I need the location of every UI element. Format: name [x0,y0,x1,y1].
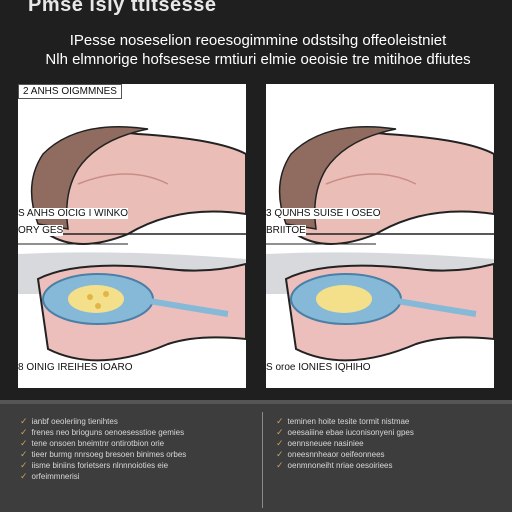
spot-dot-2 [103,291,109,297]
bullet-text: tene onsoen bneimtnr ontirotbion orie [31,439,165,448]
bullet-item: ✓teminen hoite tesite tormit nistmae [276,416,496,427]
bullet-text: oennsneuee nasiniee [287,439,364,448]
hair-shape-right [278,126,397,230]
check-icon: ✓ [276,416,284,426]
bullet-list-left: ✓ianbf oeoleriing tienihtes✓frenes neo b… [20,416,240,482]
check-icon: ✓ [20,449,28,459]
hair-shape [30,126,149,230]
label-bottom-right-top: BRIITOE [266,225,306,236]
panel-top-right: 3 QUNHS SUISE I OSEO BRIITOE S oroe IONI… [266,84,494,388]
bullet-item: ✓ianbf oeoleriing tienihtes [20,416,240,427]
check-icon: ✓ [276,449,284,459]
bullet-item: ✓oeesaiiine ebae iuconisonyeni gpes [276,427,496,438]
bullet-item: ✓orfeimmnerisi [20,471,240,482]
subtitle-line-2: Nlh elmnorige hofsesese rmtiuri elmie oe… [45,51,471,68]
bullet-item: ✓iisme biniins forietsers nlnnnoioties e… [20,460,240,471]
bullet-item: ✓oenmnoneiht nriae oesoiriees [276,460,496,471]
bullet-text: orfeimmnerisi [31,472,80,481]
label-bottom-left-bottom: 8 OINIG IREIHES IOARO [18,362,133,373]
column-divider [262,412,263,508]
spot-shape [68,285,124,313]
bullet-text: ianbf oeoleriing tienihtes [31,417,118,426]
bullet-text: iisme biniins forietsers nlnnnoioties ei… [31,461,169,470]
skin-fold-right [325,173,417,185]
page-subtitle: IPesse noseselion reoesogimmine odstsihg… [18,31,498,69]
notes-bar: ✓ianbf oeoleriing tienihtes✓frenes neo b… [0,400,512,512]
bullet-text: oenmnoneiht nriae oesoiriees [287,461,393,470]
label-bottom-left-top: ORY GES [18,225,64,236]
label-bottom-right-bottom: S oroe IONIES IQHIHO [266,362,371,373]
image-area: Pmse lsiy ttitsesse IPesse noseselion re… [0,0,512,400]
label-top-left-bottom: S ANHS OICIG I WINKO [18,208,129,219]
spot-dot-1 [87,294,93,300]
check-icon: ✓ [276,438,284,448]
bullet-text: oeesaiiine ebae iuconisonyeni gpes [287,428,414,437]
top-right-illustration [266,126,494,362]
check-icon: ✓ [276,427,284,437]
label-top-left-top: 2 ANHS OIGMMNES [18,84,122,99]
check-icon: ✓ [20,460,28,470]
skin-fold [77,173,169,185]
bullet-item: ✓oennsneuee nasiniee [276,438,496,449]
bullet-text: oneesnnheaor oeifeonnees [287,450,385,459]
bullet-text: frenes neo brioguns oenoesesstioe gemies [31,428,185,437]
spot-dot-3 [95,303,101,309]
label-top-right-bottom: 3 QUNHS SUISE I OSEO [266,208,381,219]
top-left-illustration [18,126,246,362]
check-icon: ✓ [276,460,284,470]
check-icon: ✓ [20,427,28,437]
check-icon: ✓ [20,416,28,426]
bullet-list-right: ✓teminen hoite tesite tormit nistmae✓oee… [276,416,496,471]
bullet-text: tieer burmg nnrsoeg bresoen binimes orbe… [31,450,187,459]
bullet-text: teminen hoite tesite tormit nistmae [287,417,410,426]
bullet-item: ✓tene onsoen bneimtnr ontirotbion orie [20,438,240,449]
bullet-item: ✓oneesnnheaor oeifeonnees [276,449,496,460]
subtitle-line-1: IPesse noseselion reoesogimmine odstsihg… [69,32,447,49]
spot-shape-right [316,285,372,313]
bullet-item: ✓frenes neo brioguns oenoesesstioe gemie… [20,427,240,438]
bullet-item: ✓tieer burmg nnrsoeg bresoen binimes orb… [20,449,240,460]
check-icon: ✓ [20,438,28,448]
fluid-tail [137,296,229,317]
check-icon: ✓ [20,471,28,481]
fluid-tail-right [385,296,477,317]
panel-top-left: 2 ANHS OIGMMNES S ANHS OICIG I WINKO ORY… [18,84,246,388]
page-title: Pmse lsiy ttitsesse [28,0,217,16]
